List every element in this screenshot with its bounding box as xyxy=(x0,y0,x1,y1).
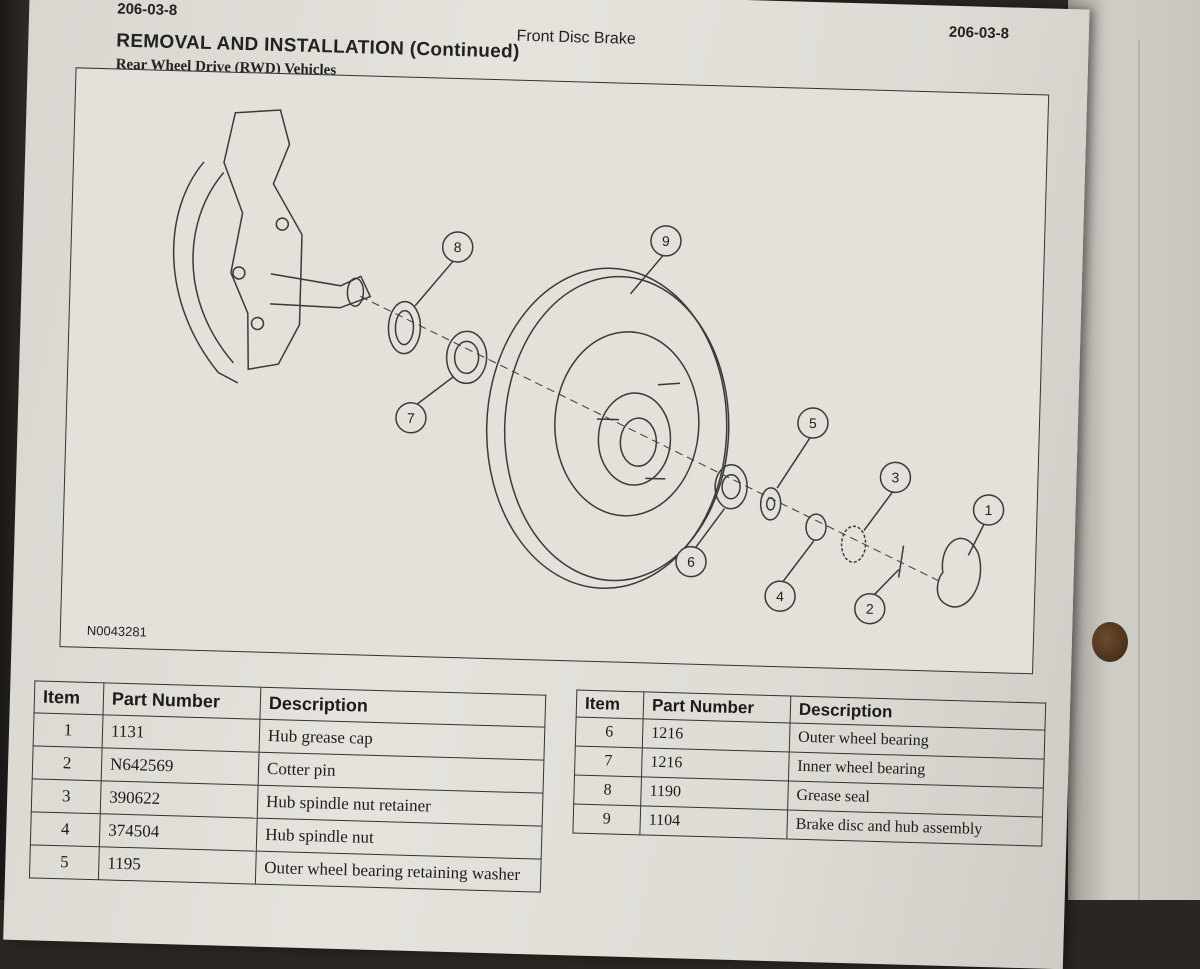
row-part-number: 374504 xyxy=(99,813,258,852)
exploded-view-figure: 8 7 9 5 3 1 6 4 2 N0043281 xyxy=(59,67,1050,675)
svg-text:1: 1 xyxy=(984,502,992,518)
svg-text:9: 9 xyxy=(662,233,670,249)
chapter-title: Front Disc Brake xyxy=(516,27,636,48)
svg-text:6: 6 xyxy=(687,554,695,570)
svg-text:7: 7 xyxy=(407,410,415,426)
row-item: 8 xyxy=(573,775,642,806)
callout-1: 1 xyxy=(972,494,1005,526)
svg-text:3: 3 xyxy=(891,469,899,485)
row-item: 3 xyxy=(31,778,102,814)
brake-assembly-diagram: 8 7 9 5 3 1 6 4 2 xyxy=(173,109,1005,625)
page-number-right: 206-03-8 xyxy=(948,23,1010,43)
row-part-number: 1216 xyxy=(642,718,791,753)
callout-3: 3 xyxy=(879,461,912,494)
row-part-number: 390622 xyxy=(100,780,259,819)
brake-disc-drawing xyxy=(485,267,730,590)
row-item: 9 xyxy=(572,804,641,835)
row-part-number: 1104 xyxy=(639,805,788,839)
row-description: Outer wheel bearing retaining washer xyxy=(255,851,542,893)
row-part-number: 1131 xyxy=(102,714,260,753)
callout-8: 8 xyxy=(441,231,474,263)
row-item: 4 xyxy=(30,811,101,847)
row-item: 6 xyxy=(575,717,644,748)
parts-table-right: Item Part Number Description 6 1216 Oute… xyxy=(572,690,1046,847)
callout-6: 6 xyxy=(675,545,707,578)
header-item: Item xyxy=(34,680,104,715)
svg-text:8: 8 xyxy=(454,239,462,255)
row-part-number: 1190 xyxy=(640,776,789,810)
header-part-number: Part Number xyxy=(103,682,261,720)
header-item: Item xyxy=(576,690,644,719)
svg-text:5: 5 xyxy=(809,415,817,431)
row-item: 2 xyxy=(32,745,103,781)
header-part-number: Part Number xyxy=(643,691,791,724)
row-item: 5 xyxy=(29,844,100,880)
page-number-left: 206-03-8 xyxy=(116,0,178,20)
row-item: 1 xyxy=(33,712,104,748)
row-item: 7 xyxy=(574,746,643,777)
row-description: Brake disc and hub assembly xyxy=(786,809,1043,847)
callout-2: 2 xyxy=(854,592,886,625)
row-part-number: 1195 xyxy=(98,846,257,885)
manual-page: 206-03-8 Front Disc Brake 206-03-8 REMOV… xyxy=(3,0,1090,969)
callout-7: 7 xyxy=(395,402,427,434)
adjacent-page xyxy=(1068,0,1200,900)
grease-seal-drawing xyxy=(387,300,422,355)
inner-bearing-drawing xyxy=(445,330,488,385)
spindle-knuckle-drawing xyxy=(173,109,372,384)
figure-id: N0043281 xyxy=(86,622,148,640)
binder-hole-bottom xyxy=(1092,622,1128,662)
callout-5: 5 xyxy=(797,407,829,439)
row-part-number: N642569 xyxy=(101,747,260,786)
callout-4: 4 xyxy=(764,580,796,612)
svg-text:4: 4 xyxy=(776,588,784,604)
parts-table-left: Item Part Number Description 1 1131 Hub … xyxy=(29,680,546,893)
callout-9: 9 xyxy=(650,225,682,257)
svg-text:2: 2 xyxy=(866,601,874,617)
row-part-number: 1216 xyxy=(641,747,790,781)
